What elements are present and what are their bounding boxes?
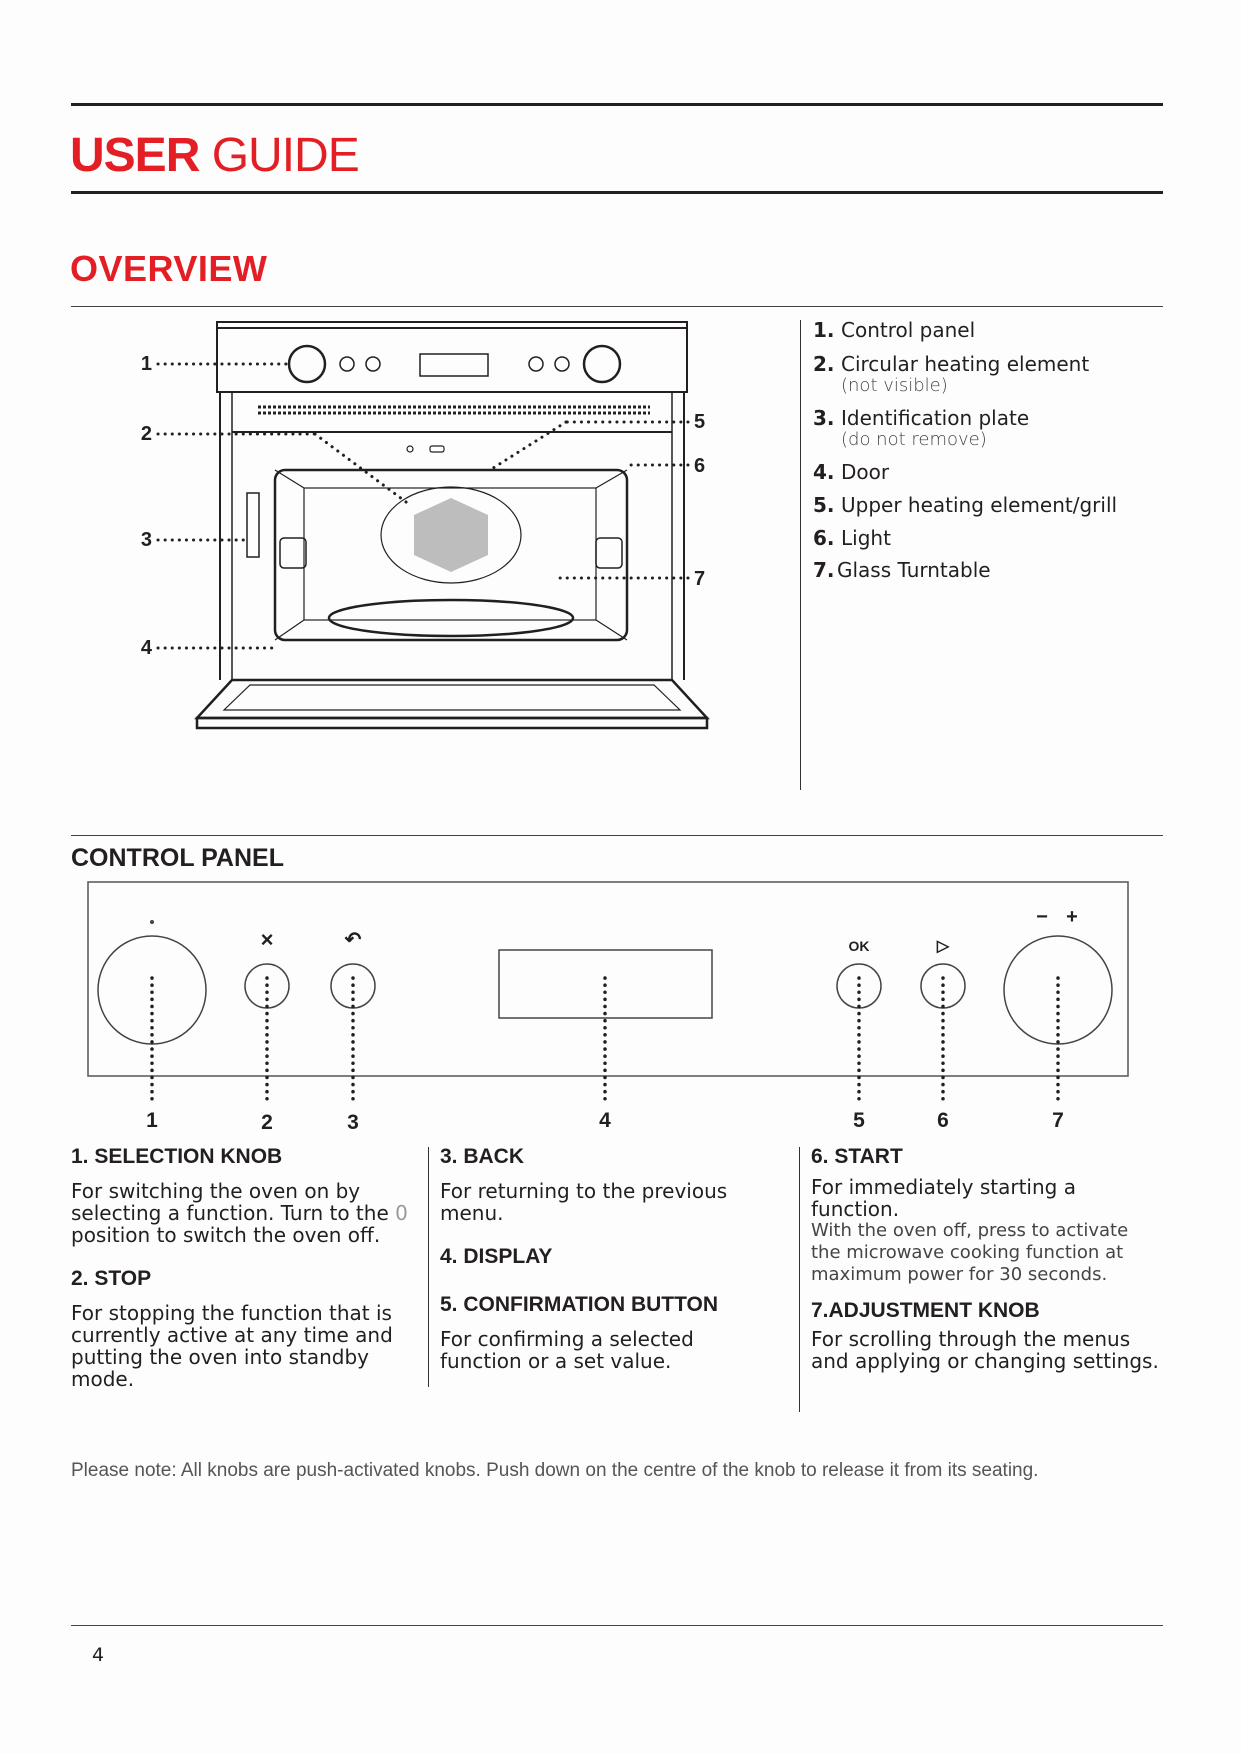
start-symbol: ▷	[936, 938, 950, 955]
callout-1: 1	[141, 353, 152, 375]
grill-mesh	[414, 498, 488, 572]
push-knob-note: Please note: All knobs are push-activate…	[71, 1460, 1039, 1481]
legend-item: 4.Door	[813, 460, 890, 484]
legend-item: 2.Circular heating element (not visible)	[813, 352, 1090, 396]
callout-7: 7	[694, 568, 705, 590]
oven-light	[429, 445, 445, 453]
start-title: 6. START	[811, 1145, 903, 1168]
legend-item: 1.Control panel	[813, 318, 976, 342]
legend-item: 5.Upper heating element/grill	[813, 493, 1118, 517]
glass-turntable	[327, 598, 575, 638]
diagram-start-button	[554, 356, 570, 372]
callout-3: 3	[141, 529, 152, 551]
confirmation-title: 5. CONFIRMATION BUTTON	[440, 1293, 719, 1316]
header-top-rule	[71, 103, 1163, 106]
diagram-back-button	[365, 356, 381, 372]
oven-cavity	[273, 468, 629, 642]
footer-rule	[71, 1625, 1163, 1626]
oven-diagram: 1 2 3 4 5 6 7	[141, 321, 710, 730]
control-panel-heading: CONTROL PANEL	[71, 844, 284, 872]
circular-element-cover	[380, 486, 522, 584]
page-number: 4	[92, 1644, 105, 1666]
adjustment-text: For scrolling through the menus and appl…	[811, 1327, 1159, 1373]
control-panel-rule	[71, 835, 1163, 836]
diagram-adjust-knob	[582, 344, 622, 384]
diagram-display	[419, 353, 489, 377]
panel-callout-6: 6	[937, 1109, 949, 1132]
column-divider-2	[799, 1147, 800, 1412]
adjustment-knob	[1003, 935, 1113, 1045]
legend-item: 3.Identification plate (do not remove)	[813, 406, 1030, 450]
description-column-left: 1. SELECTION KNOB For switching the oven…	[71, 1145, 411, 1391]
callout-4: 4	[141, 637, 153, 659]
stop-text: For stopping the function that is curren…	[71, 1301, 393, 1391]
back-text: For returning to the previous menu.	[440, 1179, 728, 1225]
selection-knob-title: 1. SELECTION KNOB	[71, 1145, 283, 1168]
control-panel-diagram: × ↶ OK ▷ − + 1 2 3 4 5 6 7	[87, 881, 1129, 1134]
adjustment-title: 7.ADJUSTMENT KNOB	[811, 1299, 1040, 1322]
diagram-ok-button	[528, 356, 544, 372]
confirmation-text: For confirming a selected function or a …	[440, 1327, 694, 1373]
overview-heading: OVERVIEW	[70, 248, 268, 289]
minus-symbol: −	[1036, 906, 1048, 928]
title-bold: USER	[70, 129, 200, 182]
callout-6: 6	[694, 455, 705, 477]
start-note: With the oven off, press to activate the…	[811, 1220, 1129, 1285]
panel-outline	[87, 881, 1129, 1077]
oven-control-panel	[216, 327, 688, 393]
legend-item: 6.Light	[813, 526, 891, 550]
identification-plate	[246, 492, 260, 558]
column-divider-1	[428, 1147, 429, 1387]
display	[498, 949, 713, 1019]
legend-item: 7.Glass Turntable	[813, 558, 991, 582]
plus-symbol: +	[1066, 906, 1078, 928]
diagram-selection-knob	[287, 344, 327, 384]
ok-symbol: OK	[849, 938, 870, 954]
stop-title: 2. STOP	[71, 1267, 152, 1290]
callout-5: 5	[694, 411, 705, 433]
description-column-right: 6. START For immediately starting a func…	[811, 1145, 1161, 1373]
back-symbol: ↶	[344, 929, 362, 951]
legend-divider	[800, 320, 801, 790]
display-title: 4. DISPLAY	[440, 1245, 553, 1268]
description-column-middle: 3. BACK For returning to the previous me…	[440, 1145, 780, 1373]
panel-callout-2: 2	[261, 1111, 273, 1134]
panel-callout-4: 4	[599, 1109, 611, 1132]
stop-symbol: ×	[261, 927, 274, 952]
overview-rule	[71, 306, 1163, 307]
start-text: For immediately starting a function.	[811, 1175, 1076, 1221]
title-light: GUIDE	[211, 129, 360, 182]
callout-line-5b	[488, 420, 568, 472]
selection-knob-text: For switching the oven on by selecting a…	[71, 1179, 408, 1247]
panel-callout-1: 1	[146, 1109, 158, 1132]
oven-door	[194, 678, 710, 720]
panel-callout-5: 5	[853, 1109, 865, 1132]
page-title: USER GUIDE	[70, 128, 360, 183]
knob-marker	[150, 920, 154, 924]
callout-line-2b	[313, 432, 412, 507]
header-bottom-rule	[71, 191, 1163, 194]
diagram-stop-button	[339, 356, 355, 372]
back-title: 3. BACK	[440, 1145, 525, 1168]
panel-callout-7: 7	[1052, 1109, 1064, 1132]
selection-knob	[97, 935, 207, 1045]
callout-2: 2	[141, 423, 152, 445]
panel-callout-3: 3	[347, 1111, 359, 1134]
